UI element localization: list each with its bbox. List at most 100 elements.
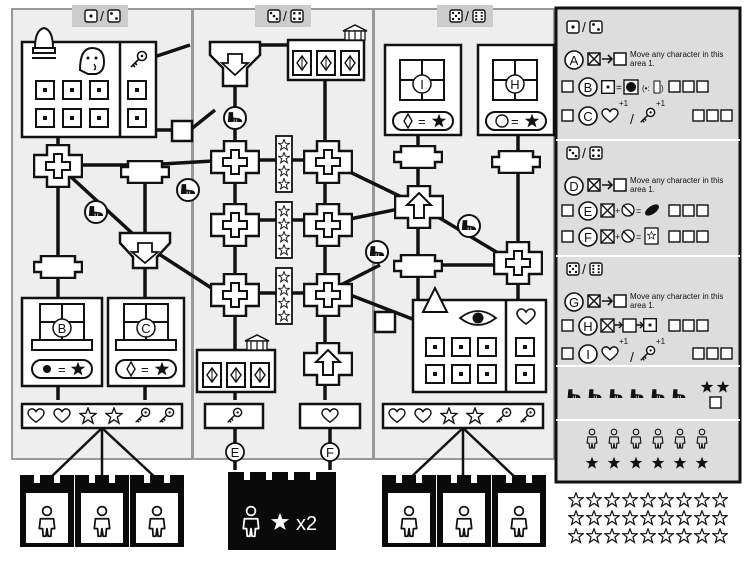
svg-text:+: + [615, 206, 620, 216]
score-star[interactable] [640, 510, 656, 526]
score-star[interactable] [604, 510, 620, 526]
svg-text:=: = [418, 114, 426, 129]
score-star[interactable] [568, 510, 584, 526]
superscript: +1 [619, 337, 629, 346]
checkbox[interactable] [561, 319, 574, 332]
corridor [491, 150, 541, 174]
tower [382, 475, 436, 547]
score-star[interactable] [622, 510, 638, 526]
checkbox[interactable] [561, 347, 574, 360]
die-face-2-icon [107, 9, 121, 23]
corridor [120, 160, 170, 184]
score-box[interactable] [668, 230, 681, 243]
action-letter: G [569, 295, 579, 310]
room-cell [451, 337, 471, 357]
feather-icon [645, 204, 659, 216]
arrow-down-room [118, 231, 172, 270]
gem-cell [340, 50, 360, 76]
score-box[interactable] [668, 319, 681, 332]
svg-text:/: / [582, 261, 586, 277]
die-face-4-icon [290, 9, 304, 23]
score-box[interactable] [696, 80, 709, 93]
score-box[interactable] [720, 109, 733, 122]
action-letter: F [584, 230, 592, 245]
score-box[interactable] [696, 204, 709, 217]
score-star[interactable] [640, 528, 656, 544]
score-box[interactable] [682, 80, 695, 93]
score-star[interactable] [658, 528, 674, 544]
score-box[interactable] [706, 109, 719, 122]
score-star[interactable] [622, 492, 638, 507]
ghost-icon [78, 46, 106, 75]
score-star[interactable] [694, 510, 710, 526]
score-star[interactable] [658, 492, 674, 507]
score-star[interactable] [712, 528, 728, 544]
score-star[interactable] [712, 510, 728, 526]
checkbox[interactable] [561, 230, 574, 243]
action-letter: A [570, 53, 579, 68]
room-c: C = [106, 296, 186, 388]
svg-text:/: / [630, 349, 634, 365]
room-letter-c: C [141, 321, 150, 336]
score-star[interactable] [586, 492, 602, 507]
score-box[interactable] [696, 319, 709, 332]
score-box[interactable] [668, 80, 681, 93]
bottom-bar [20, 402, 545, 430]
action-letter: B [584, 80, 593, 95]
tower [492, 475, 546, 547]
score-star[interactable] [604, 528, 620, 544]
checkbox[interactable] [561, 109, 574, 122]
score-star[interactable] [694, 528, 710, 544]
checkbox[interactable] [561, 80, 574, 93]
score-star[interactable] [640, 492, 656, 507]
score-box[interactable] [720, 347, 733, 360]
score-box[interactable] [682, 230, 695, 243]
score-box[interactable] [692, 347, 705, 360]
room-cell [425, 337, 445, 357]
score-star[interactable] [586, 528, 602, 544]
score-star[interactable] [586, 510, 602, 526]
checkbox[interactable] [561, 204, 574, 217]
action-letter: I [586, 347, 590, 362]
svg-text:/: / [465, 8, 469, 24]
star-track [275, 135, 293, 193]
score-star[interactable] [604, 492, 620, 507]
score-box[interactable] [668, 204, 681, 217]
svg-text:/: / [630, 111, 634, 127]
tower-links [47, 427, 519, 481]
score-star[interactable] [658, 510, 674, 526]
score-star[interactable] [712, 492, 728, 507]
score-box[interactable] [682, 204, 695, 217]
room-cell [127, 108, 147, 128]
die-face-6-icon [472, 9, 486, 23]
superscript: +1 [656, 337, 666, 346]
score-star[interactable] [676, 492, 692, 507]
svg-text:=: = [616, 83, 622, 94]
score-box[interactable] [696, 230, 709, 243]
score-box[interactable] [706, 347, 719, 360]
room-eye [411, 285, 548, 394]
score-star[interactable] [676, 510, 692, 526]
score-star[interactable] [568, 492, 584, 507]
checkbox[interactable] [709, 396, 722, 409]
score-star[interactable] [676, 528, 692, 544]
score-star[interactable] [568, 528, 584, 544]
bank-icon [342, 24, 368, 41]
score-star[interactable] [694, 492, 710, 507]
gem-cell [292, 50, 312, 76]
gem-cell [250, 362, 270, 388]
score-star[interactable] [622, 528, 638, 544]
tower-wide: x2 [228, 472, 336, 550]
corridor [393, 254, 443, 278]
room-cell [451, 364, 471, 384]
action-letter: C [583, 109, 592, 124]
action-letter: D [569, 179, 578, 194]
svg-text:/: / [582, 145, 586, 161]
superscript: +1 [619, 99, 629, 108]
actions-panel: / A Move any character in this area 1. B… [554, 6, 742, 484]
room-letter-e: E [231, 445, 240, 460]
zone-2 [195, 24, 368, 394]
score-box[interactable] [682, 319, 695, 332]
score-box[interactable] [692, 109, 705, 122]
arrow-down-room [208, 40, 262, 88]
